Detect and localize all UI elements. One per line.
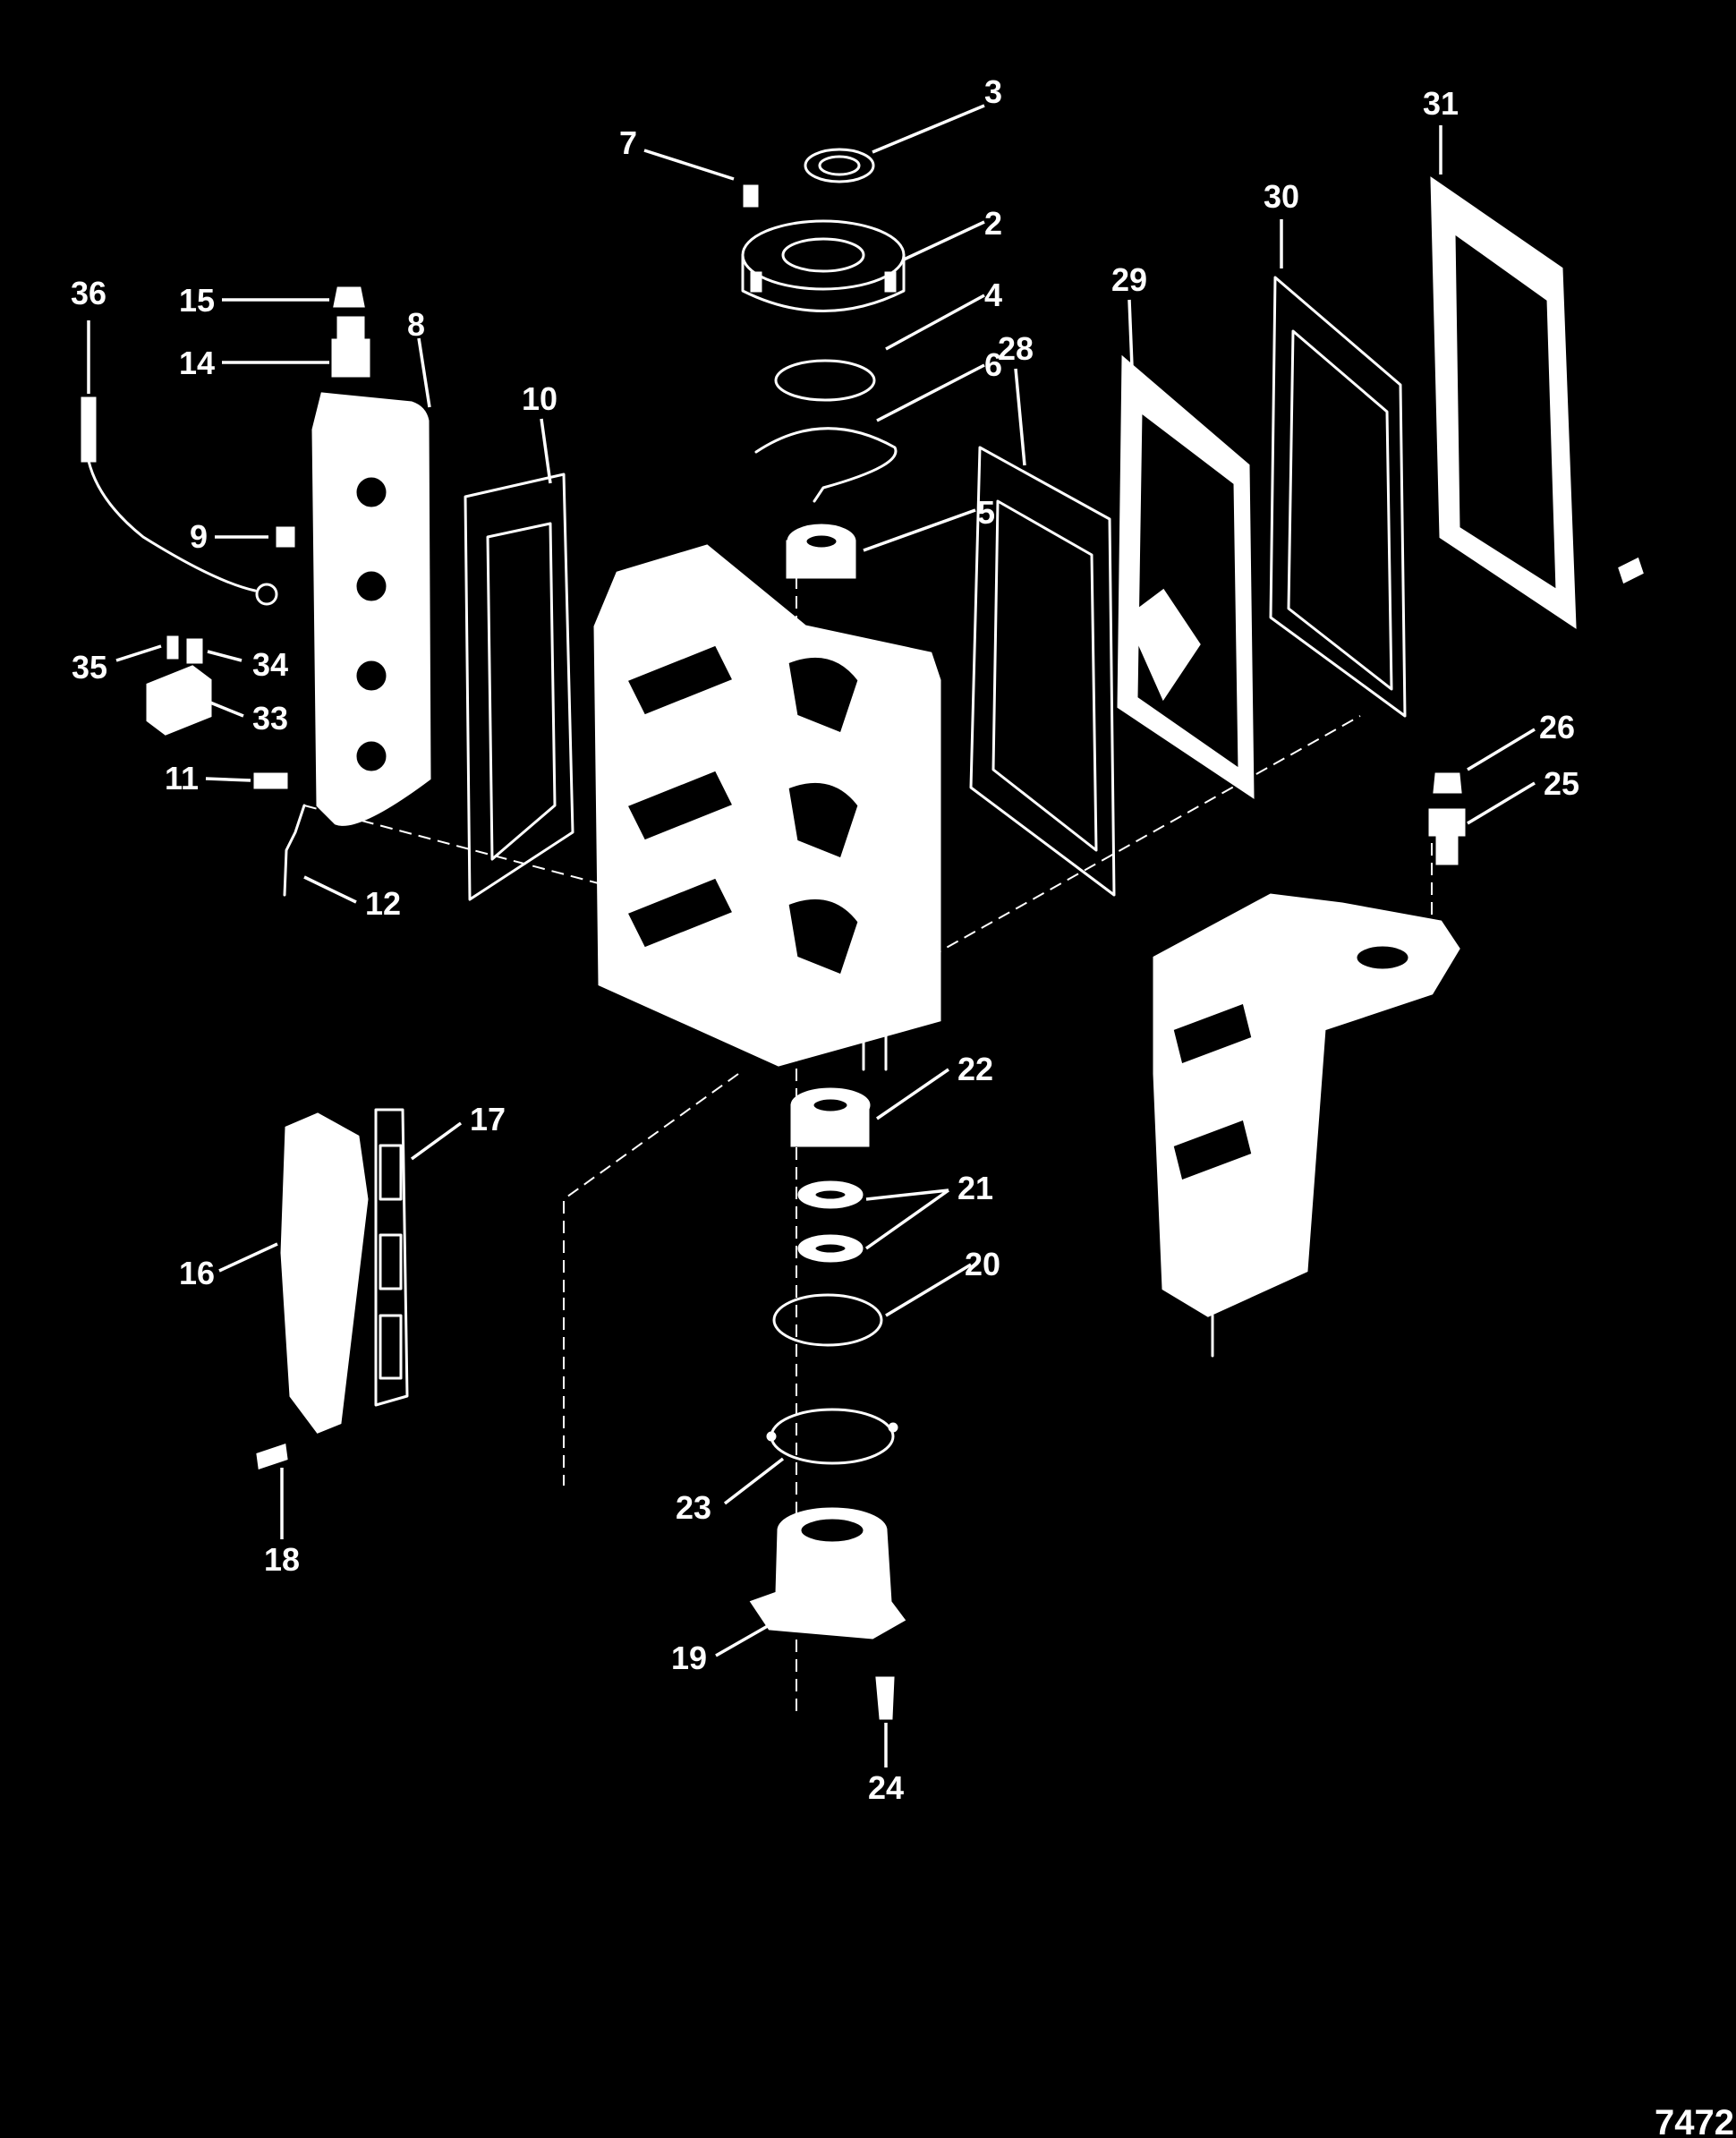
- nut-part-15: [333, 286, 365, 308]
- leader-lines: [87, 104, 1536, 1767]
- grommet-part-25: [1428, 808, 1466, 865]
- callout-14: 14: [179, 345, 215, 381]
- callout-15: 15: [179, 282, 215, 319]
- callout-28: 28: [998, 330, 1034, 367]
- clip-part-34: [186, 638, 203, 664]
- callout-10: 10: [522, 380, 557, 417]
- bearing-part-5: [786, 524, 856, 579]
- callout-21: 21: [957, 1170, 993, 1206]
- gasket-part-17: [374, 1108, 409, 1407]
- o-ring-part-20: [772, 1293, 883, 1347]
- callout-23: 23: [676, 1489, 711, 1526]
- head-gasket-part-10: [464, 473, 574, 901]
- callout-24: 24: [868, 1769, 904, 1806]
- callout-11: 11: [165, 760, 199, 796]
- callout-25: 25: [1544, 765, 1579, 802]
- nut-part-26: [1433, 772, 1462, 794]
- callout-36: 36: [71, 275, 106, 311]
- o-ring-part-4: [774, 359, 876, 402]
- screw-part-35: [166, 635, 179, 660]
- screw-part-18: [256, 1444, 288, 1469]
- bearing-part-22: [790, 1087, 871, 1147]
- seals-part-21: [797, 1180, 864, 1263]
- screw-part-11: [253, 772, 288, 789]
- end-cap-part-2: [741, 219, 906, 312]
- callout-31: 31: [1423, 85, 1459, 122]
- callout-30: 30: [1264, 178, 1299, 215]
- callout-4: 4: [984, 277, 1002, 313]
- screw-part-9: [276, 526, 295, 548]
- retaining-ring-part-6: [754, 427, 898, 503]
- end-cap-part-19: [749, 1507, 906, 1640]
- callout-16: 16: [179, 1255, 215, 1291]
- callout-35: 35: [72, 649, 107, 686]
- block-part-33: [146, 665, 212, 736]
- callout-7: 7: [619, 124, 637, 161]
- callout-5: 5: [977, 494, 995, 531]
- callout-22: 22: [957, 1051, 993, 1087]
- grommet-part-14: [331, 316, 370, 378]
- bracket-part-12: [283, 804, 306, 897]
- callout-8: 8: [407, 306, 425, 343]
- callout-20: 20: [965, 1246, 1000, 1282]
- plate-part-16: [280, 1112, 369, 1434]
- cylinder-head-part-8: [311, 392, 431, 826]
- cylinder-block: [593, 544, 941, 1071]
- plate-part-31: [1430, 176, 1644, 629]
- callout-33: 33: [252, 700, 288, 737]
- seal-part-3: [804, 148, 875, 183]
- screw-part-7: [743, 184, 759, 208]
- callout-2: 2: [984, 205, 1002, 242]
- reference-number: 7472: [1655, 2103, 1734, 2138]
- cover-part-29: [1117, 354, 1255, 799]
- gasket-part-30: [1269, 276, 1407, 718]
- gasket-part-23: [766, 1408, 898, 1465]
- callout-3: 3: [984, 73, 1002, 110]
- gasket-part-28: [969, 446, 1116, 897]
- callout-labels: 3 7 2 4 6 5 36 15 14 8 10 9 35 34 33 11 …: [71, 73, 1579, 1806]
- callout-12: 12: [365, 885, 401, 922]
- callout-9: 9: [190, 518, 208, 555]
- callout-17: 17: [470, 1101, 506, 1137]
- callout-19: 19: [671, 1640, 707, 1676]
- wire-part-36: [81, 396, 278, 606]
- callout-18: 18: [264, 1541, 300, 1578]
- callout-6: 6: [984, 346, 1002, 383]
- callout-26: 26: [1539, 709, 1575, 745]
- screw-part-24: [875, 1676, 895, 1720]
- callout-29: 29: [1111, 261, 1147, 298]
- crankcase-half: [1153, 893, 1460, 1358]
- callout-34: 34: [252, 646, 288, 683]
